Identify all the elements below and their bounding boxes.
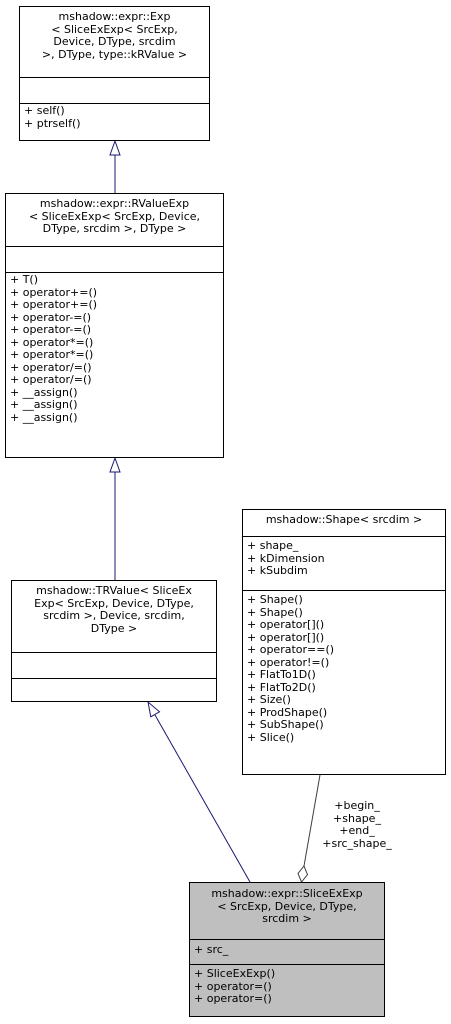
title-line: mshadow::expr::Exp bbox=[58, 10, 171, 23]
attribute-item: + kSubdim bbox=[247, 564, 308, 577]
method-item: + Slice() bbox=[247, 730, 295, 744]
title-line: Exp< SrcExp, Device, DType, bbox=[34, 596, 194, 610]
class-title-rvalue: mshadow::expr::RValueExp < SliceExExp< S… bbox=[6, 194, 223, 246]
title-line: Device, DType, srcdim bbox=[53, 35, 176, 48]
title-line: mshadow::TRValue< SliceEx bbox=[36, 584, 192, 597]
title-line: srcdim > bbox=[262, 912, 312, 925]
class-box-rvalue[interactable]: mshadow::expr::RValueExp < SliceExExp< S… bbox=[5, 193, 224, 458]
class-methods-rvalue: + T() + operator+=() + operator+=() + op… bbox=[6, 272, 223, 426]
method-item: + T() bbox=[10, 273, 39, 286]
class-box-exp[interactable]: mshadow::expr::Exp < SliceExExp< SrcExp,… bbox=[19, 6, 210, 141]
class-attributes-slice: + src_ bbox=[190, 939, 384, 964]
method-item: + operator+=() bbox=[10, 285, 98, 299]
title-line: mshadow::Shape< srcdim > bbox=[265, 513, 423, 526]
method-item: + SubShape() bbox=[247, 718, 324, 731]
method-item: + operator-=() bbox=[10, 323, 92, 336]
class-box-slice[interactable]: mshadow::expr::SliceExExp < SrcExp, Devi… bbox=[189, 882, 385, 1017]
method-item: + __assign() bbox=[10, 398, 78, 411]
method-item: + operator[]() bbox=[247, 618, 325, 631]
method-item: + operator*=() bbox=[10, 335, 94, 349]
title-line: mshadow::expr::SliceExExp bbox=[211, 887, 363, 900]
attribute-item: + kDimension bbox=[247, 551, 325, 565]
class-title-shape: mshadow::Shape< srcdim > bbox=[243, 510, 445, 536]
inheritance-arrowhead-tvalue bbox=[147, 700, 161, 718]
class-methods-exp: + self() + ptrself() bbox=[20, 103, 209, 132]
class-attributes-rvalue bbox=[6, 246, 223, 272]
title-line: >, DType, type::kRValue > bbox=[41, 47, 188, 61]
class-methods-slice: + SliceExExp() + operator=() + operator=… bbox=[190, 964, 384, 1008]
method-item: + __assign() bbox=[10, 385, 78, 399]
method-item: + FlatTo1D() bbox=[247, 668, 316, 681]
class-box-tvalue[interactable]: mshadow::TRValue< SliceEx Exp< SrcExp, D… bbox=[11, 580, 217, 702]
association-label: +shape_ bbox=[333, 811, 381, 825]
class-attributes-tvalue bbox=[12, 652, 216, 678]
method-item: + operator[]() bbox=[247, 630, 325, 644]
attribute-item: + shape_ bbox=[247, 539, 299, 552]
method-item: + Size() bbox=[247, 693, 291, 706]
method-item: + operator=() bbox=[194, 979, 272, 993]
class-box-shape[interactable]: mshadow::Shape< srcdim > + shape_ + kDim… bbox=[242, 509, 446, 775]
class-title-tvalue: mshadow::TRValue< SliceEx Exp< SrcExp, D… bbox=[12, 581, 216, 652]
title-line: DType > bbox=[90, 621, 138, 635]
title-line: srcdim >, Device, srcdim, bbox=[43, 609, 185, 622]
method-item: + operator+=() bbox=[10, 298, 98, 311]
class-attributes-exp bbox=[20, 77, 209, 103]
method-item: + SliceExExp() bbox=[194, 967, 276, 980]
title-line: DType, srcdim >, DType > bbox=[42, 222, 187, 235]
title-line: < SliceExExp< SrcExp, Device, bbox=[28, 209, 201, 223]
method-item: + operator*=() bbox=[10, 348, 94, 361]
class-methods-tvalue bbox=[12, 678, 216, 701]
method-item: + FlatTo2D() bbox=[247, 680, 316, 694]
association-label: +end_ bbox=[339, 824, 375, 837]
method-item: + operator/=() bbox=[10, 373, 92, 386]
method-item: + Shape() bbox=[247, 593, 303, 606]
title-line: < SliceExExp< SrcExp, bbox=[51, 22, 178, 36]
method-item: + operator/=() bbox=[10, 360, 92, 374]
association-diamond bbox=[297, 865, 309, 883]
method-item: + operator==() bbox=[247, 643, 335, 656]
method-item: + operator!=() bbox=[247, 655, 330, 669]
method-item: + ptrself() bbox=[24, 116, 81, 130]
method-item: + operator-=() bbox=[10, 310, 92, 324]
association-labels: +begin_ +shape_ +end_ +src_shape_ bbox=[308, 799, 406, 850]
title-line: mshadow::expr::RValueExp bbox=[39, 197, 190, 210]
inheritance-arrowhead-exp bbox=[109, 139, 121, 156]
association-label: +src_shape_ bbox=[322, 836, 392, 850]
method-item: + self() bbox=[24, 104, 65, 117]
class-methods-shape: + Shape() + Shape() + operator[]() + ope… bbox=[243, 590, 445, 746]
association-label: +begin_ bbox=[334, 799, 380, 812]
title-line: < SrcExp, Device, DType, bbox=[217, 899, 357, 913]
method-item: + Shape() bbox=[247, 605, 303, 619]
method-item: + operator=() bbox=[194, 992, 272, 1005]
association-edge-shape-to-slice bbox=[303, 774, 321, 867]
attribute-item: + src_ bbox=[194, 943, 229, 956]
inheritance-arrowhead-rvalue bbox=[109, 456, 121, 473]
class-title-slice: mshadow::expr::SliceExExp < SrcExp, Devi… bbox=[190, 883, 384, 939]
method-item: + __assign() bbox=[10, 410, 78, 424]
method-item: + ProdShape() bbox=[247, 705, 328, 719]
class-title-exp: mshadow::expr::Exp < SliceExExp< SrcExp,… bbox=[20, 7, 209, 77]
inheritance-edge-slice-to-tvalue bbox=[154, 714, 251, 883]
class-attributes-shape: + shape_ + kDimension + kSubdim bbox=[243, 536, 445, 590]
